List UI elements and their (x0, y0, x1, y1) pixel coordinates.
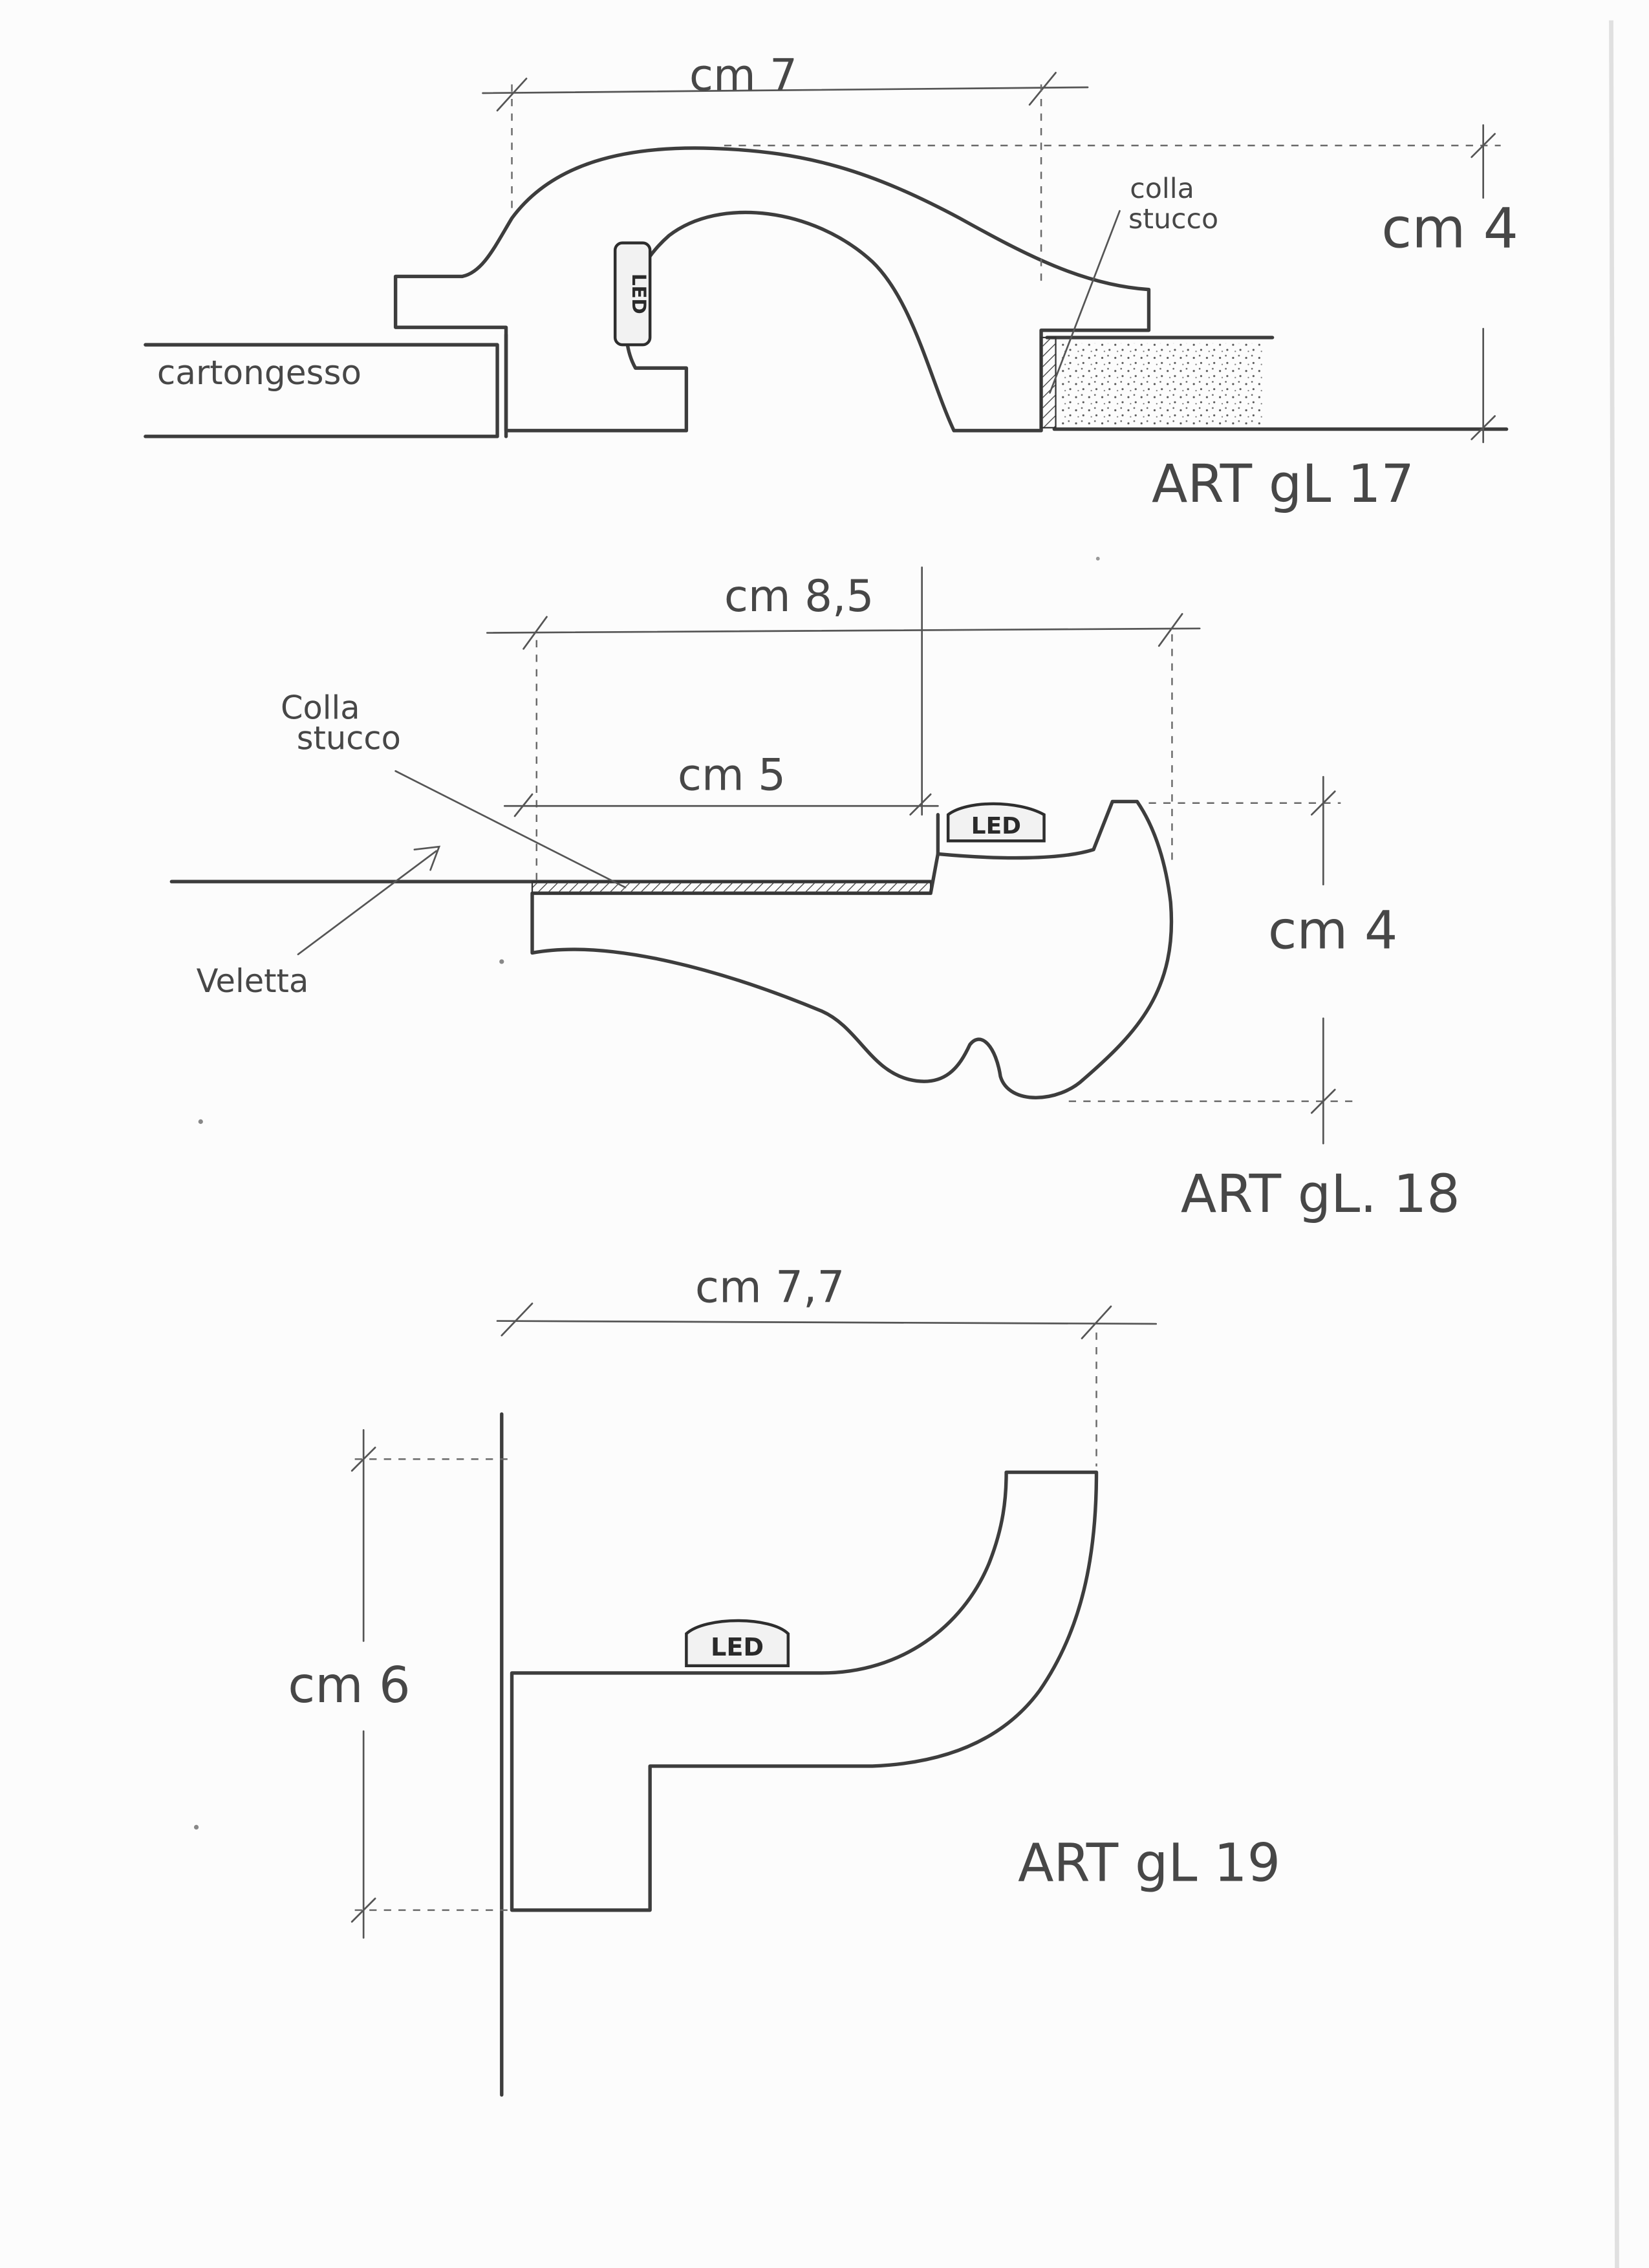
dim-tick-right-17 (1028, 72, 1057, 106)
led-module-18 (946, 802, 1046, 843)
article-label-19: ART gL 19 (1018, 1833, 1280, 1894)
cornice-profile-18 (530, 799, 1174, 1099)
drawing-art-gl-17: LED cm 7 cm 4 colla stucco cartongesso A… (144, 49, 1518, 515)
glue-label-17-line1: colla (1130, 173, 1194, 205)
dim-line-width-18 (486, 627, 1201, 634)
graphite-dot (499, 959, 504, 964)
height-label-17: cm 4 (1381, 197, 1518, 261)
stucco-fill-17 (1059, 343, 1262, 425)
height-label-19: cm 6 (288, 1657, 410, 1714)
article-label-17: ART gL 17 (1152, 454, 1414, 515)
glue-strip-17 (1040, 336, 1057, 429)
graphite-dot (1095, 556, 1100, 561)
cornice-profile-19 (510, 1470, 1099, 1912)
glue-label-18-line2: stucco (297, 719, 401, 757)
graphite-dot (193, 1824, 199, 1830)
page-right-edge (1609, 20, 1619, 2268)
dim-tick-left-17 (496, 78, 528, 112)
dim-tick-inner-left-18 (513, 793, 534, 817)
drawing-art-gl-18: LED cm 8,5 cm 5 cm 4 Colla stucco Velett… (169, 566, 1460, 1225)
veletta-arrow-shaft (297, 850, 437, 956)
led-module-19 (685, 1619, 790, 1667)
dim-tick-left-19 (501, 1302, 534, 1337)
glue-leader-18 (394, 770, 627, 889)
dim-tick-left-18 (523, 616, 548, 650)
dim-tick-top-17 (1471, 133, 1496, 158)
led-module-17 (613, 241, 652, 347)
dim-tick-right-18 (1158, 612, 1183, 647)
width-label-19: cm 7,7 (695, 1261, 845, 1312)
width-label-17: cm 7 (689, 49, 797, 100)
glue-leader-17 (1049, 210, 1121, 394)
graphite-dot (198, 1119, 203, 1124)
led-label-19: LED (711, 1634, 764, 1662)
height-label-18: cm 4 (1268, 901, 1398, 962)
cornice-profile-17 (393, 146, 1151, 433)
board-label-17: cartongesso (157, 354, 361, 393)
board-outline (144, 343, 499, 438)
glue-label-17-line2: stucco (1128, 203, 1218, 235)
width-label-18: cm 8,5 (724, 570, 874, 621)
dim-tick-bottom-17 (1471, 415, 1496, 440)
dim-tick-bottom-18 (1310, 1088, 1336, 1114)
led-label-17: LED (628, 274, 650, 314)
dim-tick-inner-right-18 (909, 793, 932, 816)
led-label-18: LED (971, 813, 1021, 839)
dim-tick-right-19 (1081, 1305, 1112, 1339)
drawing-art-gl-19: LED cm 7,7 cm 6 ART gL 19 (288, 1261, 1280, 2097)
inner-width-label-18: cm 5 (678, 749, 786, 800)
dim-tick-top-19 (350, 1446, 376, 1472)
glue-strip-18 (531, 881, 932, 894)
article-label-18: ART gL. 18 (1181, 1164, 1460, 1225)
veletta-label: Veletta (197, 962, 309, 1000)
dim-line-width-17 (482, 86, 1089, 94)
dim-tick-bottom-19 (350, 1897, 376, 1923)
veletta-arrow-head (413, 845, 441, 871)
dim-tick-top-18 (1310, 790, 1336, 816)
dim-line-width-19 (496, 1320, 1158, 1325)
glue-label-18-line1: Colla (281, 689, 360, 726)
